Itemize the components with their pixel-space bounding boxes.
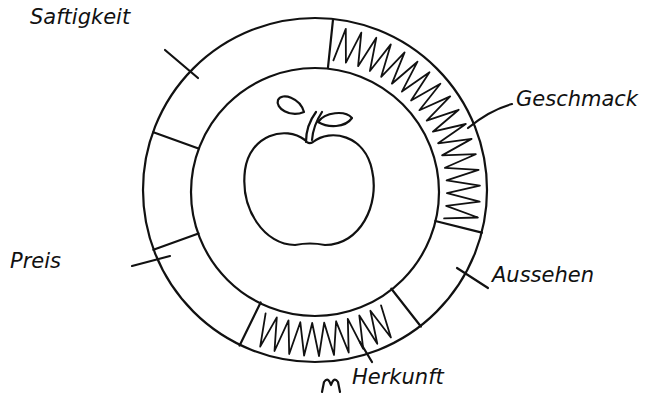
leader-line	[132, 256, 170, 266]
segment-divider	[153, 132, 198, 148]
leader-lines	[132, 50, 512, 392]
segment-label: Preis	[10, 250, 61, 273]
leader-line	[165, 50, 198, 78]
segment-divider	[153, 233, 198, 249]
segment-divider	[435, 221, 482, 233]
segment-label: Aussehen	[492, 264, 594, 287]
segment-divider	[391, 289, 421, 327]
apple-drawing	[244, 96, 373, 245]
outer-circle	[143, 18, 487, 362]
hatch-zigzag	[260, 305, 391, 356]
scribble	[322, 380, 340, 392]
segment-label: Saftigkeit	[30, 6, 130, 29]
segment-divider	[240, 302, 261, 345]
hatch-zigzag	[333, 29, 480, 219]
segment-dividers	[153, 20, 482, 346]
segment-label: Herkunft	[352, 366, 444, 389]
leader-line	[468, 104, 512, 128]
hatching	[260, 29, 480, 356]
segment-divider	[328, 20, 333, 68]
inner-circle	[191, 68, 439, 316]
leader-line	[360, 342, 372, 362]
segment-label: Geschmack	[516, 88, 638, 111]
leader-line	[457, 268, 488, 288]
